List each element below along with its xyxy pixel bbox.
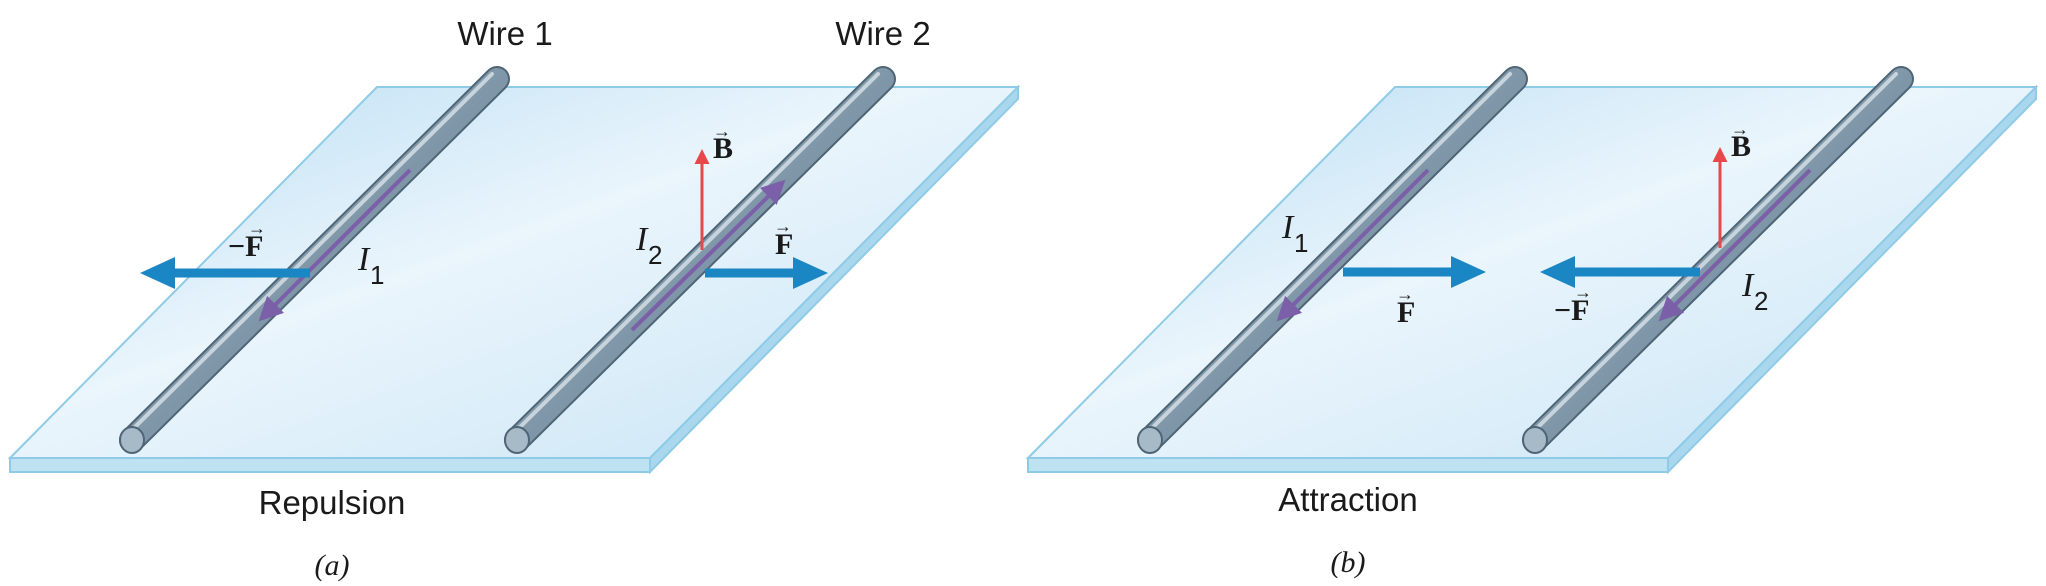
wire-2-label: Wire 2	[835, 15, 930, 52]
svg-text:→: →	[774, 216, 792, 236]
svg-text:B: B	[1731, 130, 1751, 163]
caption-repulsion: Repulsion	[259, 484, 406, 521]
svg-text:−F: −F	[1554, 294, 1589, 327]
current-arrow-2	[1658, 168, 1812, 322]
plate-side	[649, 84, 1019, 475]
caption-attraction: Attraction	[1278, 481, 1417, 518]
current-label-i1: I 1	[1281, 209, 1308, 258]
force-label-neg-f: −F →	[228, 218, 266, 263]
svg-text:→: →	[1731, 119, 1749, 139]
sublabel-a: (a)	[315, 549, 350, 582]
sublabel-b: (b)	[1331, 546, 1366, 579]
wire-2	[504, 66, 896, 454]
svg-text:1: 1	[370, 260, 384, 290]
svg-text:2: 2	[648, 240, 662, 270]
svg-text:→: →	[713, 121, 731, 141]
wire-1	[1137, 66, 1528, 454]
svg-text:I: I	[357, 241, 371, 278]
field-label-b: B →	[1731, 119, 1751, 163]
svg-text:I: I	[1281, 209, 1295, 246]
svg-text:F: F	[1397, 296, 1415, 329]
force-label-f: F →	[774, 216, 793, 261]
force-label-f: F →	[1396, 284, 1415, 329]
force-arrow-neg-f	[140, 257, 310, 289]
svg-text:F: F	[775, 228, 793, 261]
force-arrow-neg-f	[1540, 256, 1700, 288]
field-label-b: B →	[713, 121, 733, 165]
current-label-i1: I 1	[357, 241, 384, 290]
svg-text:−F: −F	[228, 230, 263, 263]
wire-1-label: Wire 1	[457, 15, 552, 52]
svg-text:→: →	[248, 218, 266, 238]
svg-text:→: →	[1574, 282, 1592, 302]
force-arrow-f	[705, 257, 828, 289]
current-arrow-2	[630, 179, 786, 332]
force-arrow-f	[1343, 256, 1486, 288]
svg-text:I: I	[1741, 267, 1755, 304]
panel-repulsion: Wire 1 Wire 2 B → −F → F → I 1 I 2 Repul…	[7, 15, 1021, 582]
panel-attraction: B → F → −F → I 1 I 2 Attraction (b)	[1025, 66, 2039, 579]
svg-text:I: I	[635, 221, 649, 258]
current-label-i2: I 2	[1741, 267, 1768, 316]
svg-text:1: 1	[1294, 228, 1308, 258]
force-label-neg-f: −F →	[1554, 282, 1592, 327]
current-label-i2: I 2	[635, 221, 662, 270]
wire-1	[119, 66, 510, 454]
svg-text:→: →	[1396, 284, 1414, 304]
plate-edge	[9, 457, 651, 473]
plate-side	[1667, 84, 2037, 475]
current-arrow-1	[258, 168, 412, 322]
svg-text:B: B	[713, 132, 733, 165]
plate-edge	[1027, 457, 1669, 473]
current-arrow-1	[1276, 168, 1430, 322]
svg-text:2: 2	[1754, 286, 1768, 316]
